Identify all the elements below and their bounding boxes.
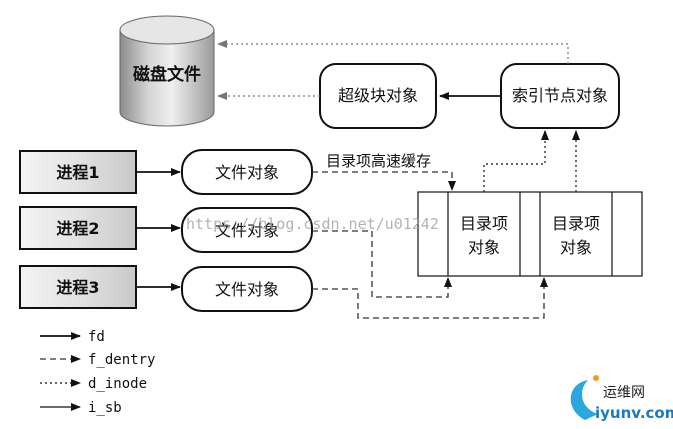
- legend-fd-label: fd: [88, 329, 105, 345]
- inode-to-disk-arrow: [217, 40, 569, 64]
- process-1-label: 进程1: [56, 163, 99, 182]
- f-dentry-arrow-3: [312, 277, 548, 319]
- legend-i-sb-label: i_sb: [88, 400, 122, 416]
- inode-object: 索引节点对象: [500, 63, 620, 129]
- file-object-2: 文件对象: [181, 207, 313, 253]
- process-2-label: 进程2: [56, 219, 99, 238]
- file-object-2-label: 文件对象: [215, 221, 279, 240]
- dentry-object-1-line1: 目录项: [460, 214, 508, 233]
- file-object-3: 文件对象: [181, 266, 313, 312]
- disk-file-label: 磁盘文件: [133, 64, 201, 85]
- file-object-1: 文件对象: [181, 149, 313, 195]
- file-object-3-label: 文件对象: [215, 280, 279, 299]
- iyunv-logo: 运维网 iyunv.com: [570, 375, 673, 422]
- dentry-object-2: 目录项 对象: [552, 214, 600, 257]
- logo-domain: iyunv.com: [595, 404, 673, 422]
- process-1: 进程1: [19, 150, 137, 194]
- logo-dot-icon: [593, 375, 599, 381]
- process-3: 进程3: [19, 265, 137, 309]
- dentry-object-1-line2: 对象: [468, 238, 500, 257]
- d-inode-arrow-1: [483, 130, 549, 192]
- dentry-object-2-line2: 对象: [560, 238, 592, 257]
- file-object-1-label: 文件对象: [215, 163, 279, 182]
- logo-title: 运维网: [603, 385, 645, 401]
- legend-f-dentry-label: f_dentry: [88, 352, 155, 368]
- watermark-url: https://blog.csdn.net/u01242: [186, 215, 439, 233]
- superblock-object: 超级块对象: [319, 63, 437, 129]
- superblock-label: 超级块对象: [338, 86, 418, 105]
- logo-swoosh-icon: [570, 380, 598, 420]
- legend-d-inode-label: d_inode: [88, 376, 147, 392]
- dentry-object-1: 目录项 对象: [460, 214, 508, 257]
- process-2: 进程2: [19, 206, 137, 250]
- f-dentry-arrow-1: [312, 171, 456, 191]
- inode-label: 索引节点对象: [512, 86, 608, 105]
- dentry-cache-table: 目录项 对象 目录项 对象: [417, 191, 643, 277]
- legend: fd f_dentry d_inode i_sb: [40, 329, 155, 416]
- dentry-object-2-line1: 目录项: [552, 214, 600, 233]
- process-3-label: 进程3: [56, 278, 99, 297]
- dentry-cache-label: 目录项高速缓存: [326, 152, 431, 170]
- disk-file-cylinder: 磁盘文件: [119, 15, 215, 127]
- f-dentry-arrow-2: [312, 230, 452, 298]
